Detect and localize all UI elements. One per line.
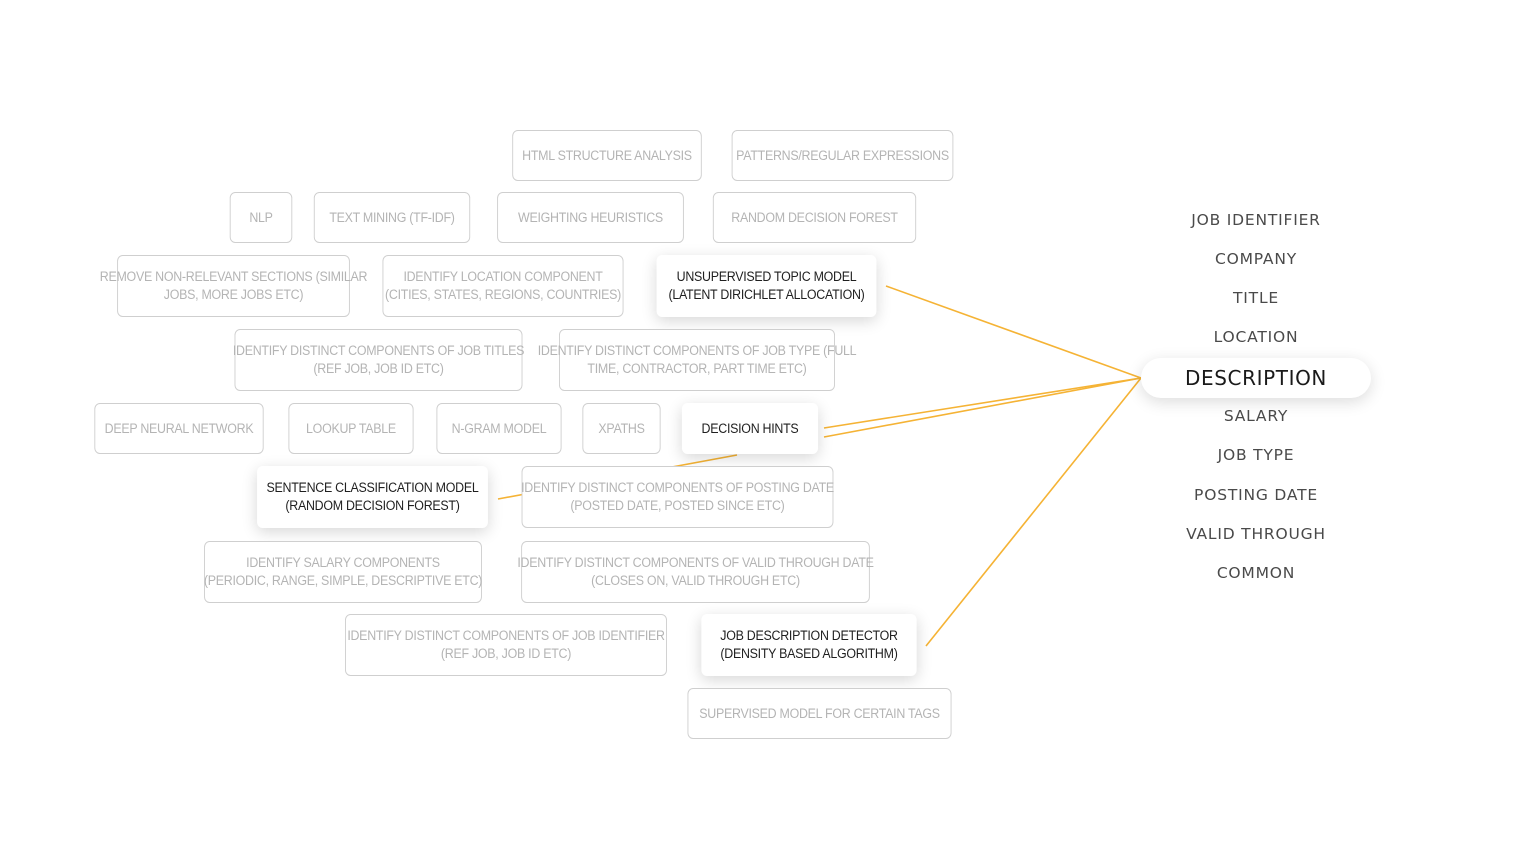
technique-posting-date[interactable]: IDENTIFY DISTINCT COMPONENTS OF POSTING …	[521, 466, 834, 528]
connector-desc-detector	[925, 377, 1142, 647]
technique-supervised-model[interactable]: SUPERVISED MODEL FOR CERTAIN TAGS	[687, 688, 952, 739]
connector-topic-model	[885, 285, 1142, 379]
technique-label-line: (REF JOB, JOB ID ETC)	[313, 361, 444, 376]
field-company[interactable]: COMPANY	[1214, 250, 1298, 268]
technique-sentence-model[interactable]: SENTENCE CLASSIFICATION MODEL (RANDOM DEC…	[257, 466, 488, 528]
field-common[interactable]: COMMON	[1216, 564, 1296, 582]
field-description-selected[interactable]: DESCRIPTION	[1141, 358, 1371, 398]
technique-label-line: HTML STRUCTURE ANALYSIS	[522, 147, 692, 163]
technique-label-line: (CLOSES ON, VALID THROUGH ETC)	[591, 573, 800, 588]
field-job-identifier[interactable]: JOB IDENTIFIER	[1191, 211, 1321, 229]
connector-decision-hints-lower	[823, 377, 1142, 438]
technique-job-titles[interactable]: IDENTIFY DISTINCT COMPONENTS OF JOB TITL…	[232, 329, 525, 391]
technique-label-line: SUPERVISED MODEL FOR CERTAIN TAGS	[699, 705, 940, 721]
technique-label-line: (POSTED DATE, POSTED SINCE ETC)	[570, 498, 785, 513]
technique-label-line: (RANDOM DECISION FOREST)	[285, 498, 460, 513]
technique-label-line: UNSUPERVISED TOPIC MODEL	[676, 269, 857, 284]
connector-decision-hints-upper	[823, 377, 1142, 429]
technique-text-mining[interactable]: TEXT MINING (TF-IDF)	[313, 192, 471, 243]
field-salary[interactable]: SALARY	[1223, 407, 1289, 425]
technique-label-line: N-GRAM MODEL	[451, 420, 547, 436]
technique-label-line: DEEP NEURAL NETWORK	[104, 420, 254, 436]
technique-label-line: (DENSITY BASED ALGORITHM)	[720, 646, 898, 661]
technique-decision-hints[interactable]: DECISION HINTS	[681, 403, 819, 454]
technique-topic-model[interactable]: UNSUPERVISED TOPIC MODEL (LATENT DIRICHLE…	[656, 255, 877, 317]
technique-description-detector[interactable]: JOB DESCRIPTION DETECTOR (DENSITY BASED A…	[701, 614, 917, 676]
technique-label-line: IDENTIFY DISTINCT COMPONENTS OF VALID TH…	[517, 555, 874, 570]
technique-random-forest[interactable]: RANDOM DECISION FOREST	[712, 192, 917, 243]
technique-label-line: (PERIODIC, RANGE, SIMPLE, DESCRIPTIVE ET…	[203, 573, 483, 588]
technique-label-line: IDENTIFY DISTINCT COMPONENTS OF POSTING …	[521, 480, 834, 495]
technique-location-component[interactable]: IDENTIFY LOCATION COMPONENT (CITIES, STAT…	[382, 255, 624, 317]
technique-label-line: SENTENCE CLASSIFICATION MODEL	[266, 480, 479, 495]
technique-valid-through[interactable]: IDENTIFY DISTINCT COMPONENTS OF VALID TH…	[517, 541, 874, 603]
technique-label-line: IDENTIFY DISTINCT COMPONENTS OF JOB TYPE…	[537, 343, 857, 358]
technique-salary-components[interactable]: IDENTIFY SALARY COMPONENTS (PERIODIC, RAN…	[204, 541, 482, 603]
technique-label-line: TIME, CONTRACTOR, PART TIME ETC)	[587, 361, 807, 376]
technique-xpaths[interactable]: XPATHS	[582, 403, 661, 454]
technique-job-type[interactable]: IDENTIFY DISTINCT COMPONENTS OF JOB TYPE…	[538, 329, 857, 391]
technique-label-line: (LATENT DIRICHLET ALLOCATION)	[668, 287, 865, 302]
technique-label-line: IDENTIFY DISTINCT COMPONENTS OF JOB TITL…	[232, 343, 525, 358]
technique-label-line: (CITIES, STATES, REGIONS, COUNTRIES)	[385, 287, 621, 302]
technique-remove-sections[interactable]: REMOVE NON-RELEVANT SECTIONS (SIMILAR JOB…	[100, 255, 368, 317]
technique-label-line: PATTERNS/REGULAR EXPRESSIONS	[736, 147, 949, 163]
field-title[interactable]: TITLE	[1233, 289, 1279, 307]
technique-weighting-heuristics[interactable]: WEIGHTING HEURISTICS	[497, 192, 684, 243]
technique-job-identifier[interactable]: IDENTIFY DISTINCT COMPONENTS OF JOB IDEN…	[345, 614, 667, 676]
technique-label-line: XPATHS	[598, 420, 645, 436]
technique-label-line: (REF JOB, JOB ID ETC)	[440, 646, 572, 661]
technique-label-line: IDENTIFY DISTINCT COMPONENTS OF JOB IDEN…	[347, 628, 665, 643]
technique-label-line: TEXT MINING (TF-IDF)	[329, 209, 455, 225]
field-job-type[interactable]: JOB TYPE	[1217, 446, 1295, 464]
field-valid-through[interactable]: VALID THROUGH	[1186, 525, 1326, 543]
technique-label-line: JOB DESCRIPTION DETECTOR	[720, 628, 898, 643]
technique-label-line: DECISION HINTS	[701, 420, 799, 436]
technique-label-line: WEIGHTING HEURISTICS	[518, 209, 663, 225]
technique-label-line: IDENTIFY SALARY COMPONENTS	[246, 555, 440, 570]
technique-ngram-model[interactable]: N-GRAM MODEL	[436, 403, 562, 454]
technique-lookup-table[interactable]: LOOKUP TABLE	[288, 403, 414, 454]
field-posting-date[interactable]: POSTING DATE	[1194, 486, 1318, 504]
technique-label-line: IDENTIFY LOCATION COMPONENT	[403, 269, 603, 284]
technique-html-structure[interactable]: HTML STRUCTURE ANALYSIS	[512, 130, 702, 181]
technique-label-line: NLP	[249, 209, 273, 225]
technique-nlp[interactable]: NLP	[229, 192, 293, 243]
technique-label-line: RANDOM DECISION FOREST	[731, 209, 898, 225]
technique-deep-neural-network[interactable]: DEEP NEURAL NETWORK	[94, 403, 264, 454]
technique-label-line: JOBS, MORE JOBS ETC)	[163, 287, 304, 302]
technique-label-line: LOOKUP TABLE	[306, 420, 396, 436]
technique-patterns[interactable]: PATTERNS/REGULAR EXPRESSIONS	[731, 130, 954, 181]
technique-label-line: REMOVE NON-RELEVANT SECTIONS (SIMILAR	[99, 269, 368, 284]
field-location[interactable]: LOCATION	[1213, 328, 1299, 346]
